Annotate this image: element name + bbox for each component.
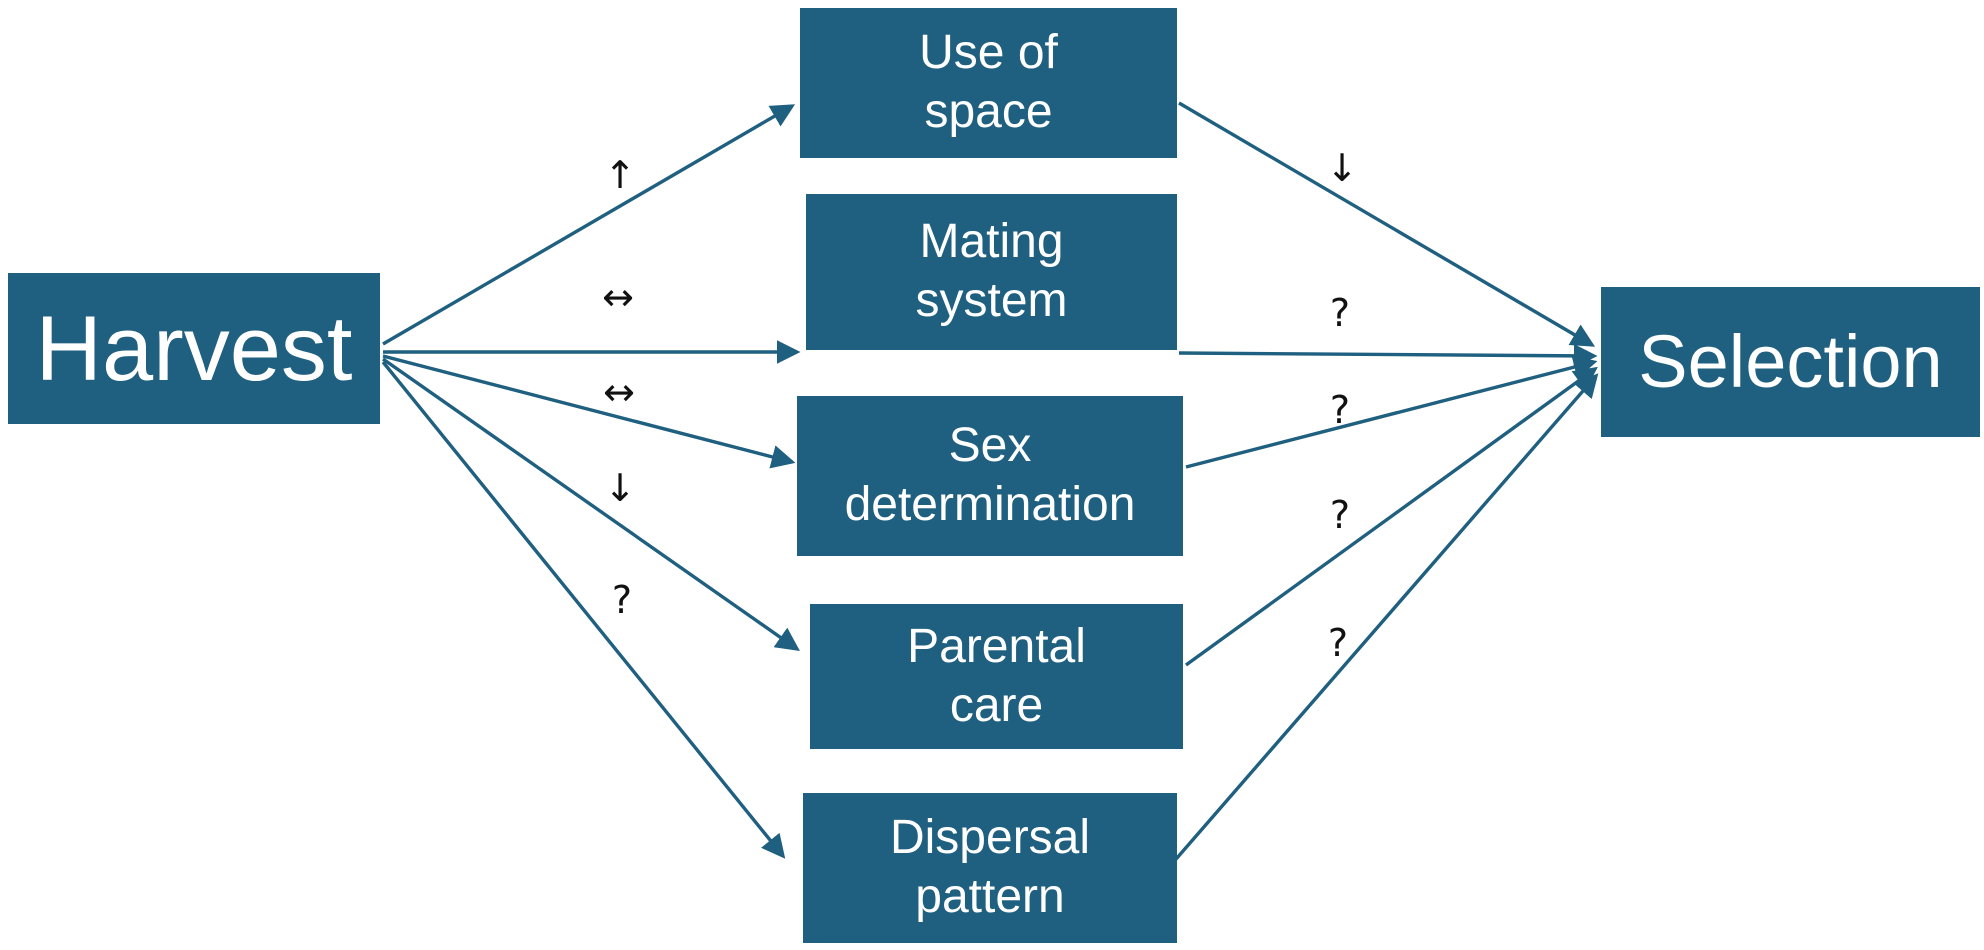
selection-effect-symbol-mating-system: ? [1329,291,1351,335]
arrow-sex-determination-to-selection [1185,355,1598,469]
selection-effect-symbol-use-of-space: ↓ [1326,146,1358,190]
arrow-dispersal-pattern-to-selection [1168,373,1599,868]
arrow-use-of-space-to-selection [1178,101,1596,347]
arrow-harvest-to-dispersal-pattern [381,360,786,859]
arrow-harvest-to-parental-care [382,357,800,652]
arrow-harvest-to-use-of-space [382,104,796,346]
harvest-effect-symbol-use-of-space: ↑ [604,153,636,197]
selection-effect-symbol-parental-care: ? [1329,493,1351,537]
node-use-of-space: Use of space [800,8,1177,158]
selection-effect-symbol-sex-determination: ? [1329,388,1351,432]
arrow-harvest-to-sex-determination [382,354,796,469]
node-selection: Selection [1601,287,1980,437]
node-sex-determination: Sex determination [797,396,1183,556]
harvest-effect-symbol-sex-determination: ↔ [603,370,635,414]
harvest-effect-symbol-parental-care: ↓ [604,466,636,510]
harvest-effect-symbol-mating-system: ↔ [602,275,634,319]
node-parental-care: Parental care [810,604,1183,749]
node-harvest: Harvest [8,273,380,424]
node-dispersal-pattern: Dispersal pattern [803,793,1177,943]
harvest-effect-symbol-dispersal-pattern: ? [611,578,633,622]
node-mating-system: Mating system [806,194,1177,350]
selection-effect-symbol-dispersal-pattern: ? [1327,621,1349,665]
arrow-mating-system-to-selection [1178,343,1598,368]
arrow-parental-care-to-selection [1185,366,1598,667]
